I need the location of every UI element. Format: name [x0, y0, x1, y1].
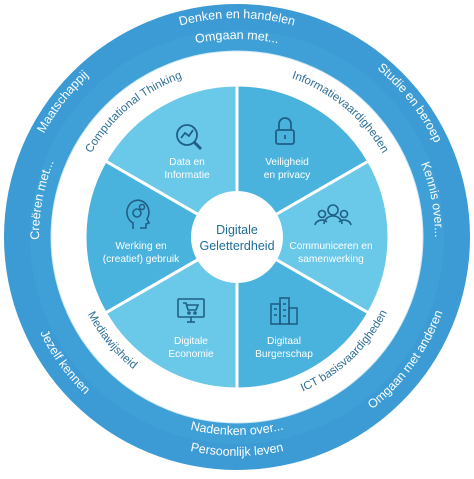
outer-label-persoonlijk: Persoonlijk leven: [190, 440, 285, 459]
segment-label-6b: (creatief) gebruik: [103, 254, 180, 265]
segment-label-2b: en privacy: [264, 170, 311, 181]
segment-label-2a: Veiligheid: [265, 157, 309, 168]
segment-wheel: [83, 83, 391, 391]
segment-veiligheid: Veiligheid en privacy: [264, 117, 311, 181]
segment-communiceren: Communiceren en samenwerking: [289, 204, 373, 265]
group-people-icon: [314, 204, 352, 226]
center-circle: [191, 191, 283, 283]
head-gears-icon: [126, 199, 151, 229]
segment-economie: Digitale Economie: [168, 298, 214, 360]
segment-label-3a: Communiceren en: [289, 241, 372, 252]
segment-label-5b: Economie: [168, 349, 214, 360]
segment-data-informatie: Data en Informatie: [164, 124, 210, 181]
segment-label-4a: Digitaal: [267, 336, 301, 347]
segment-wheel-outline: [84, 84, 390, 390]
buildings-icon: [270, 297, 298, 325]
segment-burgerschap: Digitaal Burgerschap: [255, 297, 313, 360]
magnifier-chart-icon: [176, 124, 203, 151]
segment-label-1b: Informatie: [164, 170, 210, 181]
segment-label-6a: Werking en: [115, 241, 166, 252]
padlock-icon: [275, 117, 295, 145]
center-title-line1: Digitale: [216, 223, 258, 237]
middle-ring-border: [50, 50, 424, 424]
outer-label-nadenken: Nadenken over...: [190, 419, 285, 438]
outer-label-omgaan-met: Omgaan met...: [194, 28, 280, 46]
segment-label-5a: Digitale: [174, 336, 208, 347]
segment-werking: Werking en (creatief) gebruik: [103, 199, 180, 265]
segment-label-3b: samenwerking: [298, 254, 364, 265]
segment-label-4b: Burgerschap: [255, 349, 313, 360]
segment-label-1a: Data en: [169, 157, 205, 168]
shopping-cart-screen-icon: [177, 298, 205, 323]
center-title-line2: Geletterdheid: [199, 239, 274, 253]
